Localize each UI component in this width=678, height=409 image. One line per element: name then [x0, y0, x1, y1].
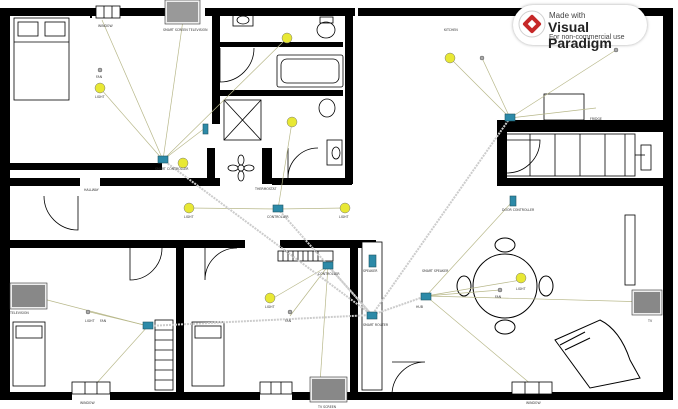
fan-icons	[85, 47, 619, 315]
bed2-fan-label: FAN	[100, 319, 107, 323]
speaker-label: SPEAKER	[363, 269, 378, 273]
plant-icon	[227, 154, 255, 182]
bed1-fan-label: FAN	[96, 75, 103, 79]
piano	[554, 319, 641, 389]
bathroom-fixtures	[223, 13, 344, 166]
visual-paradigm-logo-icon	[518, 10, 546, 38]
bedrooms-beds	[12, 321, 225, 387]
dining-fan-label: FAN	[495, 295, 502, 299]
hall-light1-label: LIGHT	[184, 215, 194, 219]
bed3-controller-label: CONTROLLER	[318, 272, 340, 276]
interior-walls	[10, 12, 667, 400]
controller-icons	[142, 113, 517, 330]
network-connections	[27, 19, 651, 386]
stairs	[154, 133, 652, 391]
door-swings	[43, 47, 541, 396]
hall-light2-label: LIGHT	[339, 215, 349, 219]
dining-hub-label: HUB	[416, 305, 423, 309]
device-labels: WINDOW SMART SCREEN TELEVISION SMART CON…	[9, 24, 653, 409]
hall-label: HALLWAY	[84, 188, 99, 192]
bedroom1-bed	[13, 17, 70, 101]
backbone-links	[147, 117, 511, 327]
bed1-tv-label: SMART SCREEN TELEVISION	[163, 28, 208, 32]
fridge-label: FRIDGE	[590, 117, 602, 121]
license-note: For non-commercial use	[549, 34, 625, 41]
bed2-tv-label: TELEVISION	[9, 311, 29, 315]
brand-text: Visual Paradigm	[548, 19, 612, 51]
bed3-light-label: LIGHT	[265, 305, 275, 309]
dining-speaker-label: SMART SPEAKER	[422, 269, 449, 273]
dining-light-label: LIGHT	[516, 287, 526, 291]
dining-table	[456, 237, 554, 335]
window-bottom-label: WINDOW	[526, 401, 541, 405]
bed1-window-label: WINDOW	[98, 24, 113, 28]
bed1-light-label: LIGHT	[95, 95, 105, 99]
bed1-controller-label: SMART CONTROLLER	[155, 167, 189, 171]
windows	[71, 5, 553, 395]
bed3-tv-label: TV SCREEN	[317, 405, 337, 409]
smart-screens	[9, 0, 663, 403]
visual-paradigm-badge: Made with Visual Paradigm For non-commer…	[513, 5, 647, 51]
right-tv-label: TV	[647, 319, 653, 323]
light-icons	[94, 32, 527, 304]
door-controller-label: DOOR CONTROLLER	[502, 208, 535, 212]
bed3-fan-label: FAN	[285, 319, 292, 323]
kitchen-label: KITCHEN	[444, 28, 458, 32]
living-thermostat-label: THERMOSTAT	[254, 187, 276, 191]
made-with-text: Made with	[549, 11, 586, 20]
hall-controller-label: CONTROLLER	[267, 215, 289, 219]
bed2-light-label: LIGHT	[85, 319, 95, 323]
router-label: SMART ROUTER	[363, 323, 389, 327]
bed2-window-label: WINDOW	[80, 401, 95, 405]
